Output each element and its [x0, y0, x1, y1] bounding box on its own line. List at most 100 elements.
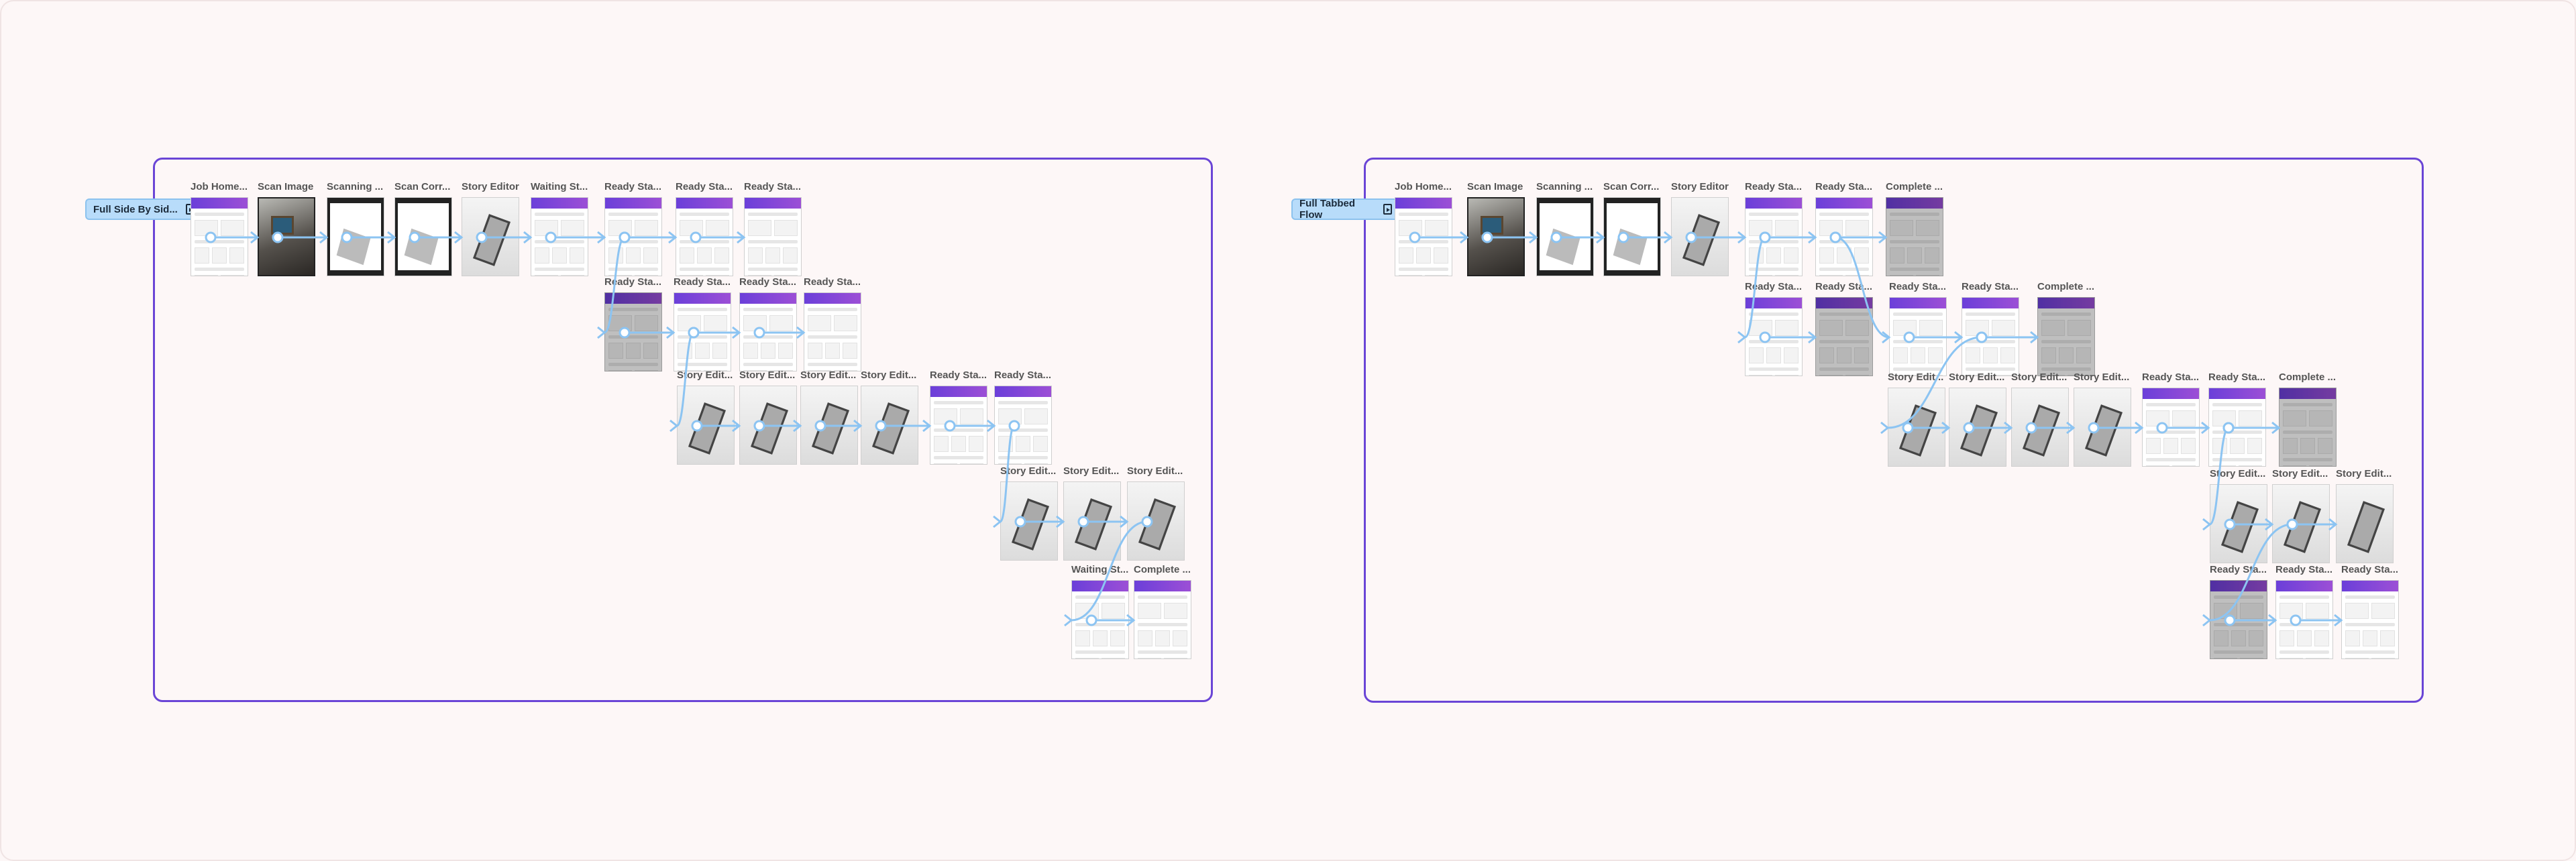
frame-label[interactable]: Scan Corr... — [394, 181, 451, 192]
play-frame-icon[interactable] — [1383, 204, 1392, 215]
screen-frame-thumbnail[interactable] — [2272, 484, 2330, 563]
frame-label[interactable]: Ready Sta... — [2208, 371, 2266, 383]
screen-frame-thumbnail[interactable] — [1962, 297, 2019, 376]
screen-frame-thumbnail[interactable] — [2037, 297, 2095, 376]
frame-label[interactable]: Story Edit... — [739, 369, 796, 381]
frame-label[interactable]: Ready Sta... — [2275, 564, 2333, 575]
frame-label[interactable]: Scan Corr... — [1603, 181, 1660, 192]
screen-frame-thumbnail[interactable] — [2275, 580, 2333, 659]
screen-frame-thumbnail[interactable] — [1063, 481, 1121, 561]
screen-frame-thumbnail[interactable] — [1127, 481, 1185, 561]
frame-label[interactable]: Ready Sta... — [1745, 181, 1803, 192]
screen-frame-thumbnail[interactable] — [677, 386, 735, 465]
screen-frame-thumbnail[interactable] — [1815, 297, 1873, 376]
frame-label[interactable]: Ready Sta... — [1815, 181, 1873, 192]
screen-frame-thumbnail[interactable] — [1745, 297, 1803, 376]
screen-frame-thumbnail[interactable] — [739, 386, 797, 465]
screen-frame-thumbnail[interactable] — [2210, 484, 2267, 563]
frame-label[interactable]: Story Edit... — [1949, 371, 2005, 383]
screen-frame-thumbnail[interactable] — [1536, 197, 1594, 276]
screen-frame-thumbnail[interactable] — [744, 197, 802, 276]
screen-frame-thumbnail[interactable] — [739, 292, 797, 371]
frame-label[interactable]: Story Edit... — [800, 369, 857, 381]
screen-frame-thumbnail[interactable] — [462, 197, 519, 276]
screen-frame-thumbnail[interactable] — [1815, 197, 1873, 276]
screen-frame-thumbnail[interactable] — [676, 197, 733, 276]
frame-label[interactable]: Waiting St... — [1071, 564, 1129, 575]
screen-frame-thumbnail[interactable] — [1889, 297, 1947, 376]
screen-frame-thumbnail[interactable] — [861, 386, 918, 465]
screen-frame-thumbnail[interactable] — [1671, 197, 1729, 276]
frame-label[interactable]: Job Home... — [1395, 181, 1452, 192]
frame-label[interactable]: Story Edit... — [1888, 371, 1944, 383]
screen-frame-thumbnail[interactable] — [1745, 197, 1803, 276]
frame-label[interactable]: Scan Image — [1467, 181, 1523, 192]
frame-label[interactable]: Story Edit... — [677, 369, 733, 381]
screen-frame-thumbnail[interactable] — [1134, 580, 1191, 659]
screen-frame-thumbnail[interactable] — [191, 197, 248, 276]
flow-start-full-side-by-side[interactable]: Full Side By Sid... — [85, 198, 211, 220]
screen-frame-thumbnail[interactable] — [2142, 388, 2200, 467]
section-full-side-by-side[interactable] — [153, 158, 1213, 702]
screen-frame-thumbnail[interactable] — [2279, 388, 2337, 467]
frame-label[interactable]: Waiting St... — [531, 181, 588, 192]
screen-frame-thumbnail[interactable] — [2210, 580, 2267, 659]
frame-label[interactable]: Ready Sta... — [674, 276, 731, 288]
frame-label[interactable]: Ready Sta... — [604, 276, 662, 288]
frame-label[interactable]: Ready Sta... — [604, 181, 662, 192]
frame-label[interactable]: Story Edit... — [2336, 468, 2392, 479]
frame-label[interactable]: Ready Sta... — [2142, 371, 2200, 383]
frame-label[interactable]: Story Editor — [1671, 181, 1729, 192]
screen-frame-thumbnail[interactable] — [604, 197, 662, 276]
screen-frame-thumbnail[interactable] — [2011, 388, 2069, 467]
frame-label[interactable]: Story Edit... — [2011, 371, 2068, 383]
frame-label[interactable]: Job Home... — [191, 181, 248, 192]
screen-frame-thumbnail[interactable] — [804, 292, 861, 371]
frame-label[interactable]: Story Edit... — [2210, 468, 2266, 479]
frame-label[interactable]: Story Edit... — [1127, 465, 1183, 477]
frame-label[interactable]: Ready Sta... — [994, 369, 1052, 381]
screen-frame-thumbnail[interactable] — [1071, 580, 1129, 659]
screen-frame-thumbnail[interactable] — [1888, 388, 1945, 467]
screen-frame-thumbnail[interactable] — [1395, 197, 1452, 276]
screen-frame-thumbnail[interactable] — [327, 197, 384, 276]
screen-frame-thumbnail[interactable] — [2208, 388, 2266, 467]
frame-label[interactable]: Story Editor — [462, 181, 519, 192]
screen-frame-thumbnail[interactable] — [930, 386, 987, 465]
screen-frame-thumbnail[interactable] — [994, 386, 1052, 465]
frame-label[interactable]: Story Edit... — [2272, 468, 2328, 479]
screen-frame-thumbnail[interactable] — [531, 197, 588, 276]
frame-label[interactable]: Ready Sta... — [1745, 281, 1803, 292]
screen-frame-thumbnail[interactable] — [1000, 481, 1058, 561]
screen-frame-thumbnail[interactable] — [1467, 197, 1525, 276]
frame-label[interactable]: Complete ... — [2037, 281, 2095, 292]
screen-frame-thumbnail[interactable] — [2074, 388, 2131, 467]
screen-frame-thumbnail[interactable] — [2336, 484, 2394, 563]
frame-label[interactable]: Story Edit... — [2074, 371, 2130, 383]
screen-frame-thumbnail[interactable] — [2341, 580, 2399, 659]
frame-label[interactable]: Scanning ... — [327, 181, 384, 192]
screen-frame-thumbnail[interactable] — [258, 197, 315, 276]
frame-label[interactable]: Story Edit... — [861, 369, 917, 381]
frame-label[interactable]: Ready Sta... — [676, 181, 733, 192]
frame-label[interactable]: Ready Sta... — [930, 369, 987, 381]
screen-frame-thumbnail[interactable] — [1886, 197, 1943, 276]
screen-frame-thumbnail[interactable] — [800, 386, 858, 465]
frame-label[interactable]: Ready Sta... — [2210, 564, 2267, 575]
frame-label[interactable]: Complete ... — [1886, 181, 1943, 192]
frame-label[interactable]: Complete ... — [1134, 564, 1191, 575]
screen-frame-thumbnail[interactable] — [604, 292, 662, 371]
frame-label[interactable]: Ready Sta... — [2341, 564, 2399, 575]
flow-start-full-tabbed-flow[interactable]: Full Tabbed Flow — [1291, 198, 1400, 221]
frame-label[interactable]: Scan Image — [258, 181, 314, 192]
frame-label[interactable]: Ready Sta... — [1815, 281, 1873, 292]
frame-label[interactable]: Ready Sta... — [1962, 281, 2019, 292]
section-full-tabbed-flow[interactable] — [1364, 158, 2424, 703]
frame-label[interactable]: Ready Sta... — [804, 276, 861, 288]
frame-label[interactable]: Story Edit... — [1000, 465, 1057, 477]
frame-label[interactable]: Ready Sta... — [1889, 281, 1947, 292]
screen-frame-thumbnail[interactable] — [394, 197, 452, 276]
frame-label[interactable]: Complete ... — [2279, 371, 2337, 383]
frame-label[interactable]: Ready Sta... — [744, 181, 802, 192]
frame-label[interactable]: Ready Sta... — [739, 276, 797, 288]
